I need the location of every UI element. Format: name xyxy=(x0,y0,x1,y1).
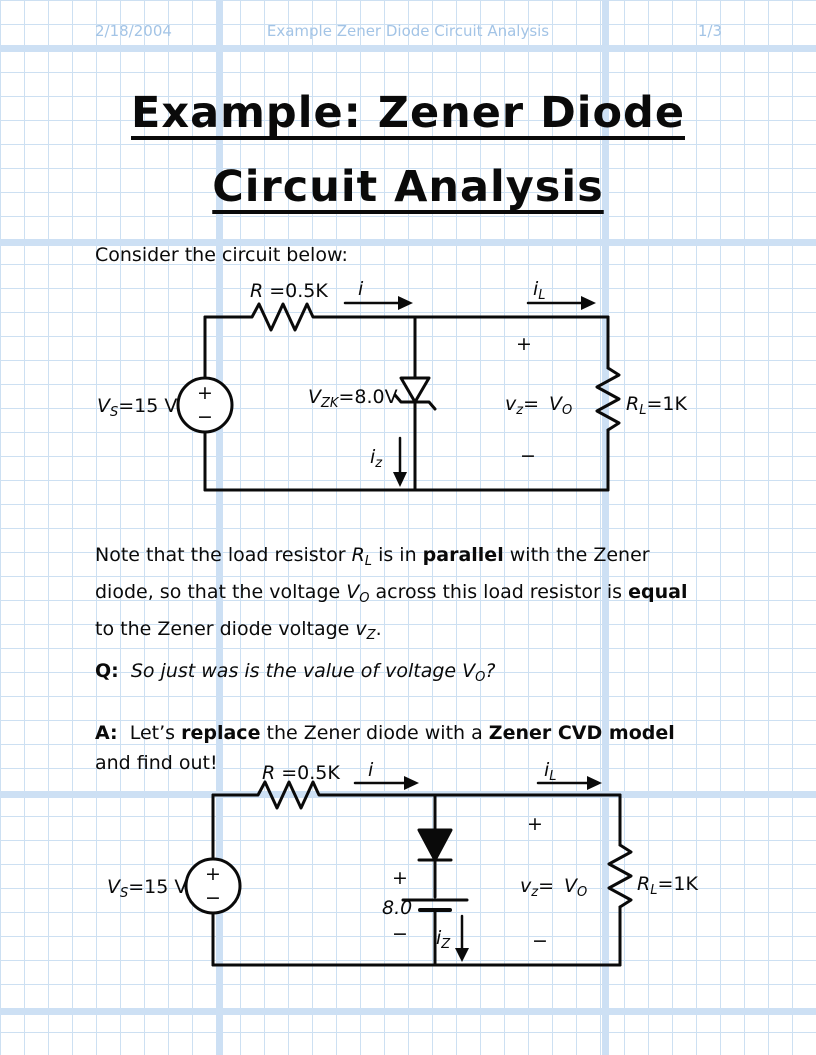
resistor-R-symbol xyxy=(243,302,322,332)
question-line: Q: So just was is the value of voltage V… xyxy=(95,660,496,685)
voltage-source-symbol xyxy=(176,376,234,434)
current-arrow-iz-head xyxy=(393,472,407,487)
note-line3: to the Zener diode voltage vZ. xyxy=(95,618,382,643)
load-resistor-symbol xyxy=(595,366,621,432)
note-paragraph: Note that the load resistor RL is in par… xyxy=(95,540,687,651)
resistor-R-label: R =0.5K xyxy=(250,280,328,302)
header-title: Example Zener Diode Circuit Analysis xyxy=(266,22,550,40)
resistor-R-symbol xyxy=(250,780,328,810)
source-voltage-label: VS=15 V xyxy=(107,876,187,901)
resistor-R-label: R =0.5K xyxy=(262,762,340,784)
current-arrow-i-head xyxy=(404,776,419,790)
grid-major-vline-2 xyxy=(602,0,609,1055)
current-iL-label: iL xyxy=(544,759,557,784)
page-title-line1: Example: Zener Diode xyxy=(131,88,685,138)
battery-minus-sign: − xyxy=(392,923,408,945)
zener-voltage-label: VZK=8.0V xyxy=(308,386,398,411)
voltage-source-symbol xyxy=(184,857,242,915)
load-resistor-symbol xyxy=(607,843,633,909)
ideal-diode-triangle xyxy=(417,828,453,862)
source-voltage-label: VS=15 V xyxy=(97,395,177,420)
source-minus-sign: − xyxy=(197,406,213,428)
page-title-line2: Circuit Analysis xyxy=(212,162,604,212)
load-plus-sign: + xyxy=(527,813,543,835)
circuit-diagram-2: R =0.5K i iL VS=15 V + − + 8.0 − iZ + vz… xyxy=(107,759,698,967)
grid-major-hline-1 xyxy=(0,45,816,52)
current-arrow-iZ-head xyxy=(455,948,469,962)
battery-plus-sign: + xyxy=(392,867,408,889)
load-resistor-label: RL=1K xyxy=(626,393,687,418)
current-i-label: i xyxy=(368,759,374,781)
answer-line1: A: Let’s replace the Zener diode with a … xyxy=(95,722,675,744)
grid-major-vline-1 xyxy=(216,0,223,1055)
zener-diode-triangle xyxy=(399,376,431,404)
load-plus-sign: + xyxy=(516,333,532,355)
load-resistor-label: RL=1K xyxy=(637,873,698,898)
current-arrow-iL-head xyxy=(587,776,602,790)
intro-text: Consider the circuit below: xyxy=(95,244,348,266)
source-plus-sign: + xyxy=(197,382,213,404)
current-iL-label: iL xyxy=(533,278,546,303)
load-voltage-label: vz= VO xyxy=(520,875,587,900)
current-iz-label: iz xyxy=(370,446,383,471)
current-iZ-label: iZ xyxy=(436,927,451,952)
source-minus-sign: − xyxy=(205,887,221,909)
answer-line2: and find out! xyxy=(95,752,218,774)
current-arrow-i-head xyxy=(398,296,413,310)
load-voltage-label: vz= VO xyxy=(505,393,572,418)
grid-major-hline-4 xyxy=(0,1008,816,1015)
header-page-number: 1/3 xyxy=(697,22,722,40)
circuit-diagram-1: R =0.5K i iL VS=15 V + − VZK=8.0V iz + v… xyxy=(97,278,687,492)
load-minus-sign: − xyxy=(520,445,536,467)
battery-voltage-label: 8.0 xyxy=(382,897,412,919)
note-line2: diode, so that the voltage VO across thi… xyxy=(95,581,688,606)
note-line1: Note that the load resistor RL is in par… xyxy=(95,544,650,569)
grid-major-hline-2 xyxy=(0,239,816,246)
current-i-label: i xyxy=(358,278,364,300)
source-plus-sign: + xyxy=(205,863,221,885)
current-arrow-iL-head xyxy=(581,296,596,310)
load-minus-sign: − xyxy=(532,930,548,952)
answer-paragraph: A: Let’s replace the Zener diode with a … xyxy=(95,718,675,778)
zener-diode-bar xyxy=(393,393,437,411)
header-date: 2/18/2004 xyxy=(95,22,172,40)
